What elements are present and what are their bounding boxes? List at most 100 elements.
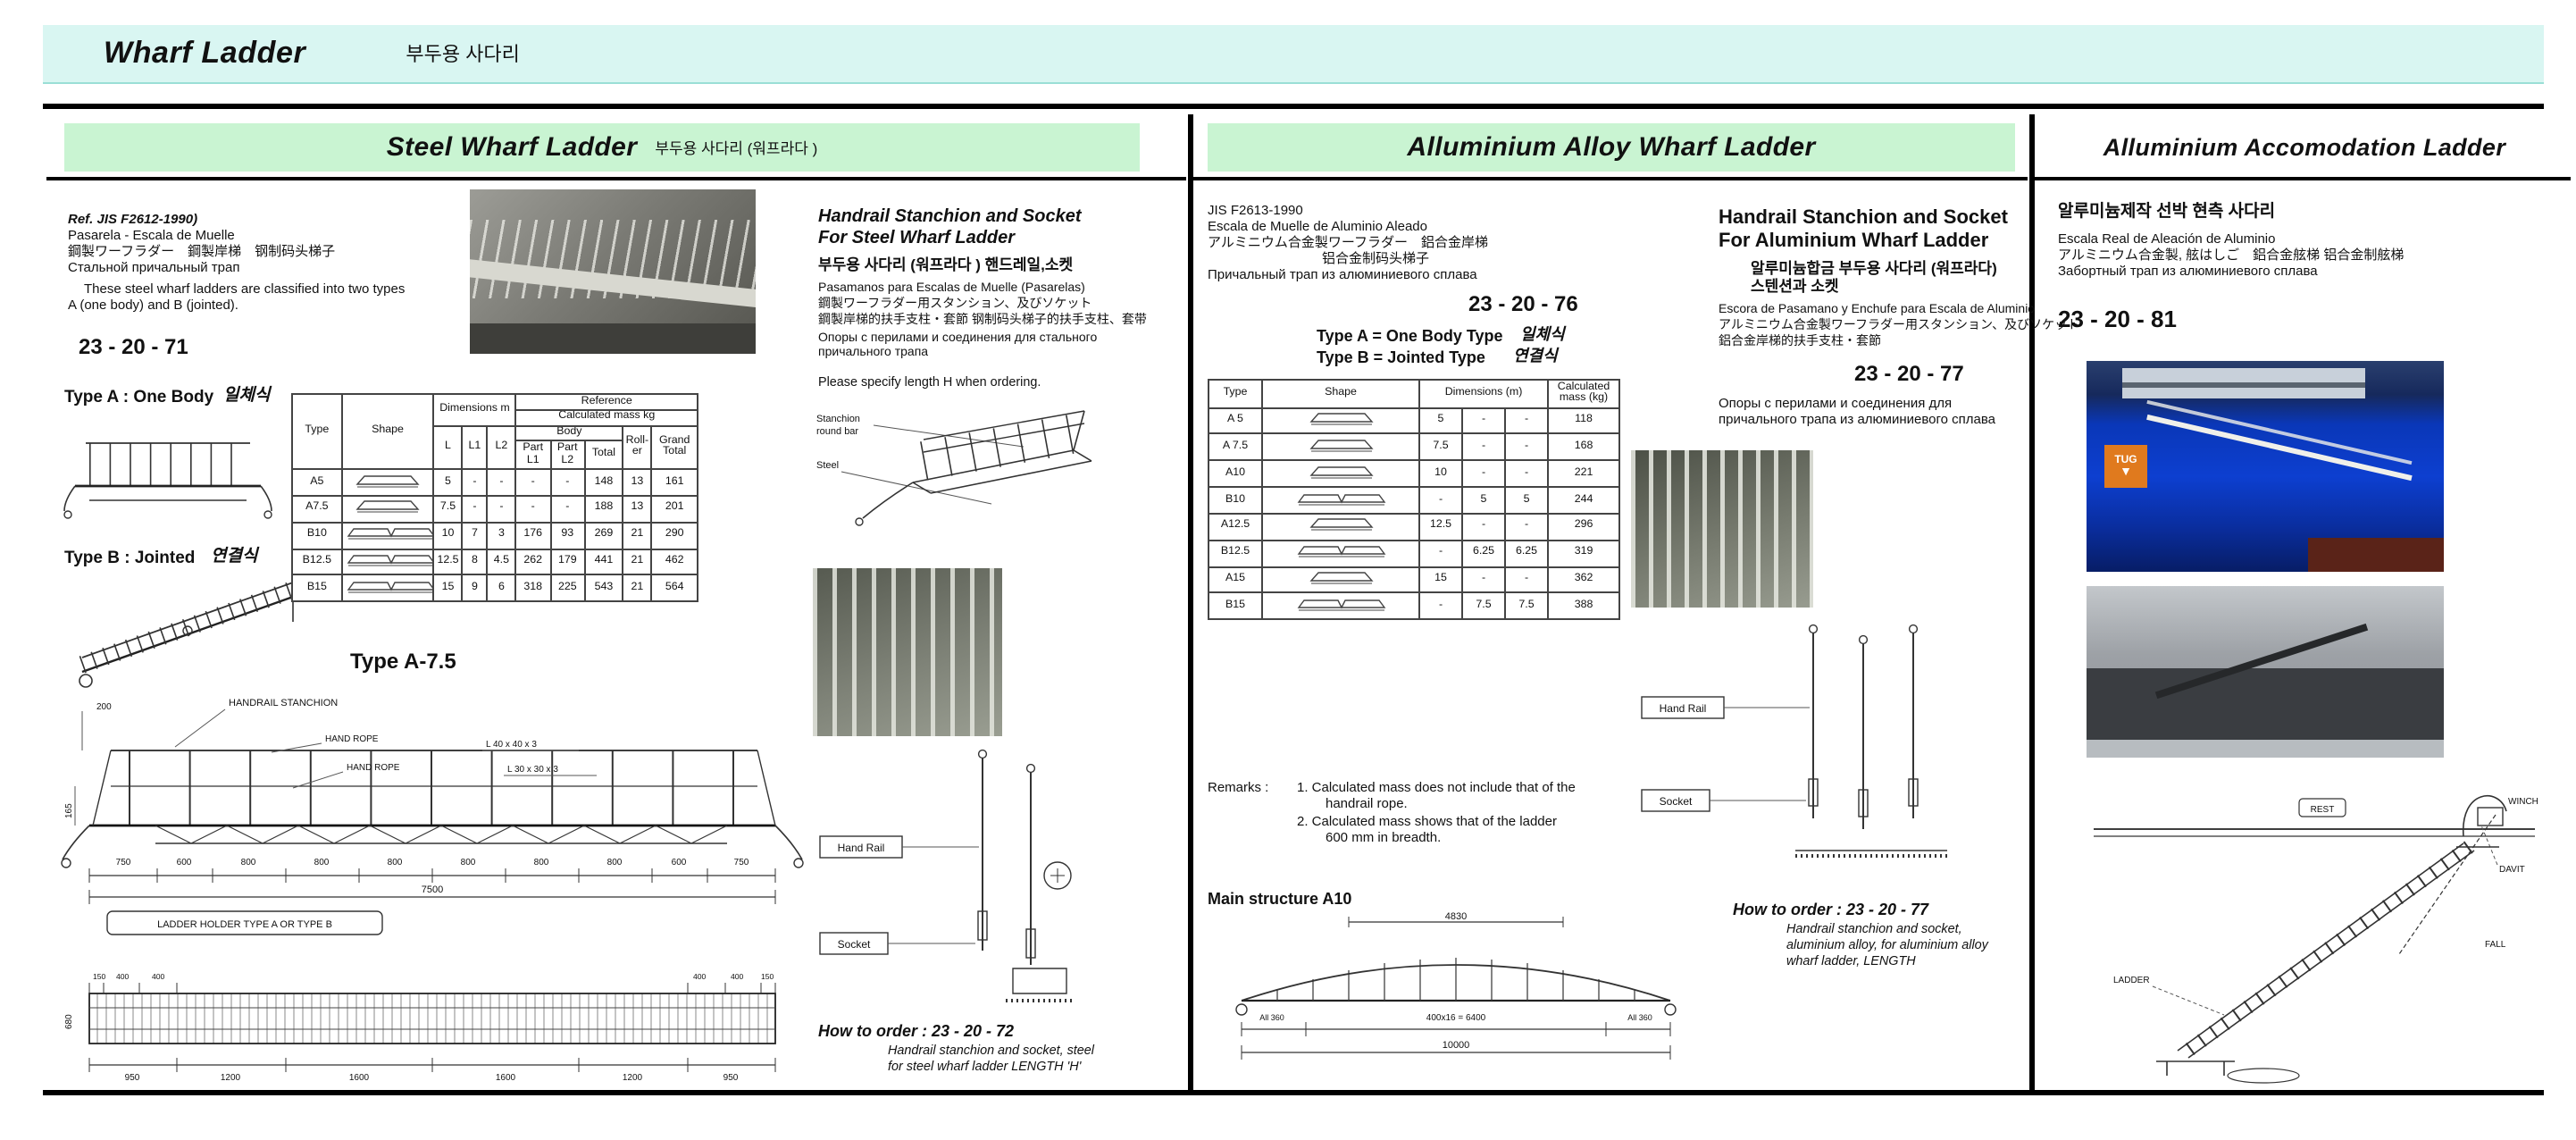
- alu-order-desc-1: Handrail stanchion and socket,: [1786, 920, 1962, 936]
- dim-seg: 800: [241, 858, 256, 868]
- alu-jp: アルミニウム合金製ワーフラダー 鋁合金岸梯: [1208, 234, 1488, 250]
- table-cell: 362: [1547, 566, 1621, 594]
- dim-seg: 750: [116, 858, 131, 868]
- table-cell: 93: [548, 521, 586, 549]
- steel-type-a-label: Type A : One Body: [64, 388, 214, 407]
- dim-4830: 4830: [1445, 911, 1467, 922]
- shape-cell: [1261, 432, 1420, 462]
- table-cell: 148: [583, 468, 624, 497]
- shape-one-body-glyph: [355, 501, 420, 514]
- table-cell: -: [1461, 459, 1506, 489]
- alu-order-desc-2: aluminium alloy, for aluminium alloy: [1786, 936, 1988, 952]
- section-header-accommodation: Alluminium Accomodation Ladder: [2038, 123, 2571, 172]
- col-header: Shape: [340, 392, 435, 471]
- dim-all360-right: All 360: [1627, 1013, 1652, 1022]
- table-cell: 5: [432, 468, 464, 497]
- table-cell: -: [1503, 432, 1550, 462]
- accom-ship-photo-1: TUG ▼: [2087, 361, 2444, 572]
- round-bar-label: round bar: [816, 426, 858, 437]
- table-cell: -: [486, 494, 517, 524]
- steel-header-title: Steel Wharf Ladder: [386, 132, 638, 163]
- table-cell: -: [1418, 486, 1463, 515]
- table-cell: 5: [1461, 486, 1506, 515]
- table-cell: 21: [622, 548, 653, 576]
- dim-seg: 800: [461, 858, 476, 868]
- dim-seg: 600: [177, 858, 192, 868]
- shape-one-body-glyph: [1309, 413, 1373, 425]
- accom-ru: Забортный трап из алюминиевого сплава: [2058, 263, 2318, 279]
- table-cell: 244: [1547, 486, 1621, 515]
- table-cell: 21: [622, 521, 653, 549]
- handrail-stanchion-label: HANDRAIL STANCHION: [229, 698, 338, 708]
- table-cell: -: [1503, 459, 1550, 489]
- col-header: Part L2: [548, 440, 586, 471]
- page-title: Wharf Ladder: [104, 36, 306, 70]
- alu-jis: JIS F2613-1990: [1208, 202, 1303, 218]
- alu-header-rule: [1193, 177, 2028, 180]
- alu-type-b-korean: 연결식: [1513, 347, 1558, 365]
- dim-680: 680: [64, 1014, 74, 1029]
- table-cell: 290: [650, 521, 698, 549]
- alu-stanchion-title-2: For Aluminium Wharf Ladder: [1719, 231, 1989, 252]
- dim-6400: 400x16 = 6400: [1426, 1013, 1486, 1023]
- table-cell: B10: [291, 521, 343, 549]
- ladder-holder-label: LADDER HOLDER TYPE A OR TYPE B: [157, 919, 332, 930]
- table-cell: -: [1461, 512, 1506, 541]
- ladder-label: LADDER: [2113, 976, 2150, 985]
- alu-header-title: Alluminium Alloy Wharf Ladder: [1407, 132, 1816, 163]
- table-cell: 15: [432, 574, 464, 603]
- steel-stanchion-note: Please specify length H when ordering.: [818, 373, 1041, 390]
- table-cell: 7.5: [432, 494, 464, 524]
- alu-handrail-socket-drawing: Hand Rail Socket: [1641, 624, 1947, 858]
- table-cell: 6: [486, 574, 517, 603]
- socket-label: Socket: [838, 938, 871, 951]
- dim-seg: 750: [734, 858, 749, 868]
- alu-stanchion-ru-2: причального трапа из алюминиевого сплава: [1719, 411, 1995, 427]
- dim-total: 7500: [422, 884, 443, 895]
- table-cell: 564: [650, 574, 698, 603]
- accom-header-title: Alluminium Accomodation Ladder: [2103, 134, 2506, 161]
- photo-water: [2087, 740, 2444, 758]
- table-cell: 168: [1547, 432, 1621, 462]
- photo-stanchion-bars: [813, 568, 1002, 736]
- table-cell: 7.5: [1461, 591, 1506, 621]
- alu-stanchion-ru-1: Опоры с перилами и соединения для: [1719, 395, 1953, 411]
- steel-stanchion-photo: [813, 568, 1002, 736]
- table-cell: 8: [461, 548, 489, 576]
- table-cell: 9: [461, 574, 489, 603]
- plan-dim: 150: [93, 972, 106, 981]
- col-header: Shape: [1261, 379, 1420, 409]
- accom-ship-photo-2: [2087, 586, 2444, 758]
- plan-bottom-dim: 950: [723, 1073, 739, 1083]
- table-cell: 15: [1418, 566, 1463, 594]
- table-cell: -: [1503, 512, 1550, 541]
- stanchion-label: Stanchion: [816, 414, 860, 424]
- table-header-row: L L1 L2 Body Roll-er Grand Total: [292, 424, 698, 471]
- rest-label: REST: [2311, 805, 2335, 815]
- steel-stanchion-korean: 부두용 사다리 (워프라다 ) 핸드레일,소켓: [818, 256, 1074, 273]
- col-header: Body: [514, 424, 624, 442]
- table-cell: 543: [583, 574, 624, 603]
- col-header: Grand Total: [650, 424, 698, 471]
- page-title-korean: 부두용 사다리: [406, 45, 520, 66]
- alu-cn: 铝合金制码头梯子: [1322, 250, 1429, 266]
- table-cell: -: [461, 468, 489, 497]
- plan-bottom-dim: 1600: [496, 1073, 516, 1083]
- alu-order-desc-3: wharf ladder, LENGTH: [1786, 952, 1916, 968]
- table-cell: -: [1418, 539, 1463, 567]
- photo-deck-structure: [2308, 538, 2444, 572]
- plan-dim: 150: [761, 972, 774, 981]
- plan-dim: 400: [116, 972, 130, 981]
- steel-type-a-drawing: [63, 442, 272, 519]
- plan-bottom-dim: 1200: [221, 1073, 241, 1083]
- shape-cell: [1261, 539, 1420, 567]
- table-cell: 188: [583, 494, 624, 524]
- plan-bottom-dim: 1200: [623, 1073, 643, 1083]
- alu-how-to-order: How to order : 23 - 20 - 77: [1733, 901, 1929, 918]
- steel-type-b-label: Type B : Jointed: [64, 549, 196, 568]
- table-cell: 5: [1503, 486, 1550, 515]
- table-cell: 201: [650, 494, 698, 524]
- shape-one-body-glyph: [1309, 465, 1373, 478]
